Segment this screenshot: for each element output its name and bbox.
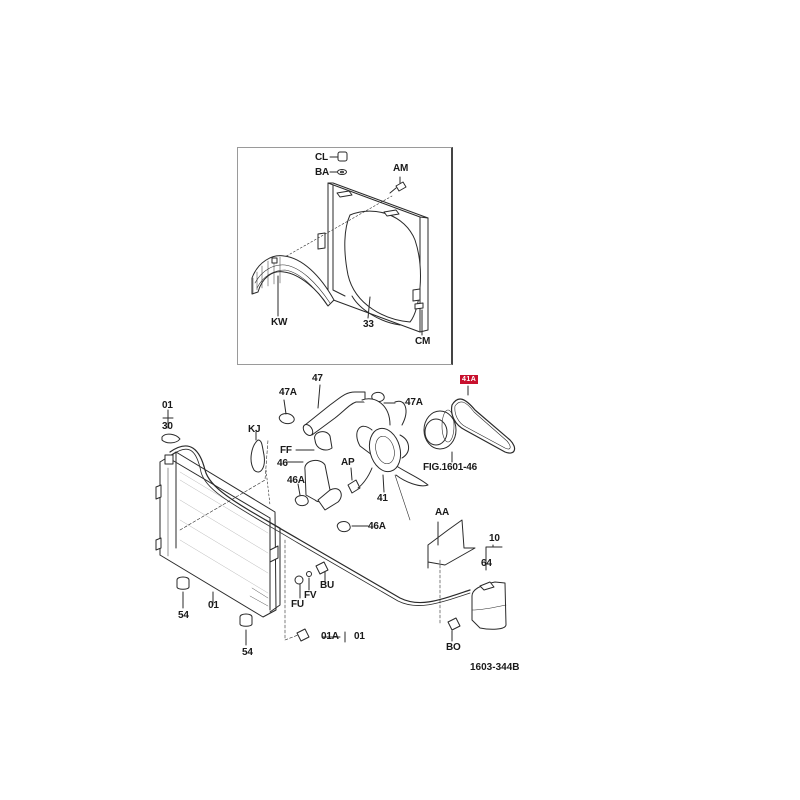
part-label-47a-right: 47A — [405, 397, 423, 408]
part-label-am: AM — [393, 163, 409, 174]
part-label-aa: AA — [435, 507, 450, 518]
fan-shroud-drawing — [251, 151, 429, 336]
part-label-cl: CL — [315, 152, 328, 163]
part-label-30: 30 — [162, 421, 173, 432]
part-label-01-radiator: 01 — [208, 600, 219, 611]
figure-code: 1603-344B — [470, 662, 520, 673]
part-label-47: 47 — [312, 373, 323, 384]
pulley-and-belt-drawing — [423, 385, 516, 463]
part-label-cm: CM — [415, 336, 431, 347]
part-label-ap: AP — [341, 457, 355, 468]
part-label-fu: FU — [291, 599, 304, 610]
part-label-46a-left: 46A — [287, 475, 305, 486]
part-label-54-left: 54 — [178, 610, 189, 621]
part-label-64: 64 — [481, 558, 492, 569]
part-label-01-drain: 01 — [354, 631, 365, 642]
highlighted-part-label: 41A — [460, 375, 479, 384]
part-label-kj: KJ — [248, 424, 261, 435]
part-label-46: 46 — [277, 458, 288, 469]
part-label-ba: BA — [315, 167, 330, 178]
part-label-bo: BO — [446, 642, 461, 653]
fan-shroud-inset-frame — [237, 147, 453, 365]
radiator-drawing — [155, 409, 471, 646]
part-label-01a: 01A — [321, 631, 339, 642]
part-label-47a-left: 47A — [279, 387, 297, 398]
hoses-and-clamps-drawing — [250, 384, 405, 533]
part-label-kw: KW — [271, 317, 288, 328]
part-label-41: 41 — [377, 493, 388, 504]
part-label-fv: FV — [304, 590, 317, 601]
part-label-33: 33 — [363, 319, 374, 330]
part-label-54-bottom: 54 — [242, 647, 253, 658]
part-label-01-top: 01 — [162, 400, 173, 411]
part-label-bu: BU — [320, 580, 335, 591]
part-label-46a-right: 46A — [368, 521, 386, 532]
part-label-ff: FF — [280, 445, 292, 456]
figure-reference-link: FIG.1601-46 — [423, 462, 477, 473]
cooling-fan-drawing — [356, 398, 429, 521]
reservoir-and-bracket-drawing — [427, 519, 507, 642]
part-label-10: 10 — [489, 533, 500, 544]
